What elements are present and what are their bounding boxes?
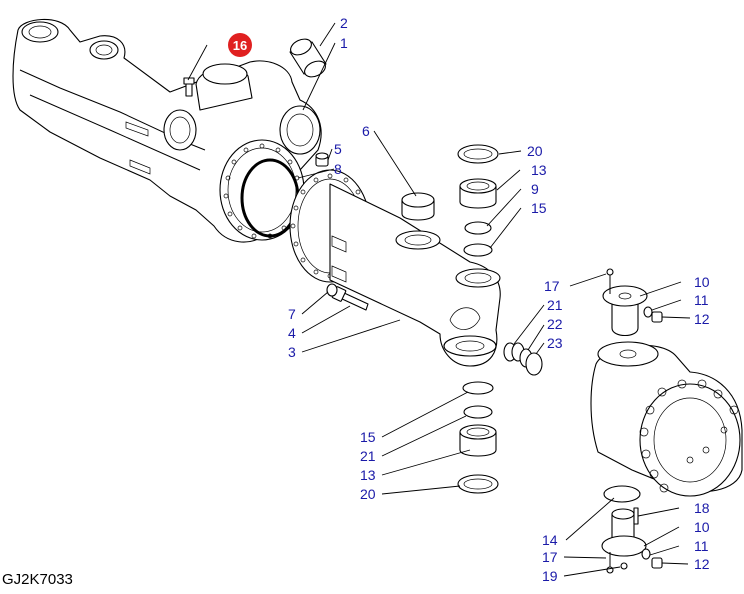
- bushing-part[interactable]: [459, 178, 497, 209]
- callout-11-lower[interactable]: 11: [694, 538, 709, 554]
- callout-12-upper[interactable]: 12: [694, 311, 710, 327]
- bolt-part[interactable]: [606, 552, 614, 574]
- callout-8[interactable]: 8: [334, 161, 342, 177]
- wheel-stud-set: [639, 379, 739, 493]
- callout-15-upper[interactable]: 15: [531, 200, 547, 216]
- callout-6[interactable]: 6: [362, 123, 370, 139]
- callout-20-lower[interactable]: 20: [360, 486, 376, 502]
- callout-labels: 2 1 6 5 8 20 13 9 15 17 10 11 12 7 4 3 2…: [288, 15, 710, 584]
- callout-22[interactable]: 22: [547, 316, 563, 332]
- drawing-code: GJ2K7033: [2, 571, 73, 588]
- callout-17-upper[interactable]: 17: [544, 278, 560, 294]
- callout-1[interactable]: 1: [340, 35, 348, 51]
- axle-housing-part[interactable]: [12, 18, 322, 243]
- callout-4[interactable]: 4: [288, 325, 296, 341]
- leader-lines: [187, 22, 691, 577]
- dowel-pin-part[interactable]: [633, 507, 639, 525]
- callout-3[interactable]: 3: [288, 344, 296, 360]
- axle-arm-part[interactable]: [289, 169, 501, 367]
- plug-part[interactable]: [315, 152, 329, 167]
- callout-23[interactable]: 23: [547, 335, 563, 351]
- fitting-part[interactable]: [641, 548, 651, 560]
- shim-part[interactable]: [462, 381, 494, 395]
- callout-10-lower[interactable]: 10: [694, 519, 710, 535]
- shim-part[interactable]: [463, 243, 493, 257]
- callout-5[interactable]: 5: [334, 141, 342, 157]
- grease-nipple-part[interactable]: [183, 77, 195, 97]
- callout-17-lower[interactable]: 17: [542, 549, 558, 565]
- callout-20-upper[interactable]: 20: [527, 143, 543, 159]
- callout-13-lower[interactable]: 13: [360, 467, 376, 483]
- callout-2[interactable]: 2: [340, 15, 348, 31]
- callout-13-upper[interactable]: 13: [531, 162, 547, 178]
- callout-10-upper[interactable]: 10: [694, 274, 710, 290]
- ring-part[interactable]: [525, 352, 543, 376]
- callout-21-upper[interactable]: 21: [547, 297, 563, 313]
- fitting-part[interactable]: [643, 306, 653, 318]
- seal-part[interactable]: [457, 144, 499, 164]
- seal-part[interactable]: [457, 474, 499, 494]
- callout-11-upper[interactable]: 11: [694, 292, 709, 308]
- thrust-plate-part[interactable]: [603, 485, 641, 503]
- cap-part[interactable]: [401, 192, 435, 221]
- nipple-part[interactable]: [620, 562, 628, 570]
- callout-21-lower[interactable]: 21: [360, 448, 376, 464]
- wheel-hub-part[interactable]: [590, 341, 743, 497]
- highlight-label: 16: [233, 38, 247, 53]
- plug-part[interactable]: [651, 311, 663, 323]
- highlight-callout-16[interactable]: 16: [228, 33, 252, 57]
- callout-19[interactable]: 19: [542, 568, 558, 584]
- callout-18[interactable]: 18: [694, 500, 710, 516]
- king-pin-part[interactable]: [601, 508, 647, 557]
- o-ring-part[interactable]: [463, 405, 493, 419]
- callout-12-lower[interactable]: 12: [694, 556, 710, 572]
- callout-14[interactable]: 14: [542, 532, 558, 548]
- washer-part[interactable]: [326, 283, 338, 297]
- callout-7[interactable]: 7: [288, 306, 296, 322]
- o-ring-part[interactable]: [464, 221, 492, 235]
- plug-part[interactable]: [651, 557, 663, 569]
- bolt-part[interactable]: [606, 268, 614, 294]
- callout-9[interactable]: 9: [531, 181, 539, 197]
- king-pin-part[interactable]: [602, 285, 648, 337]
- callout-15-lower[interactable]: 15: [360, 429, 376, 445]
